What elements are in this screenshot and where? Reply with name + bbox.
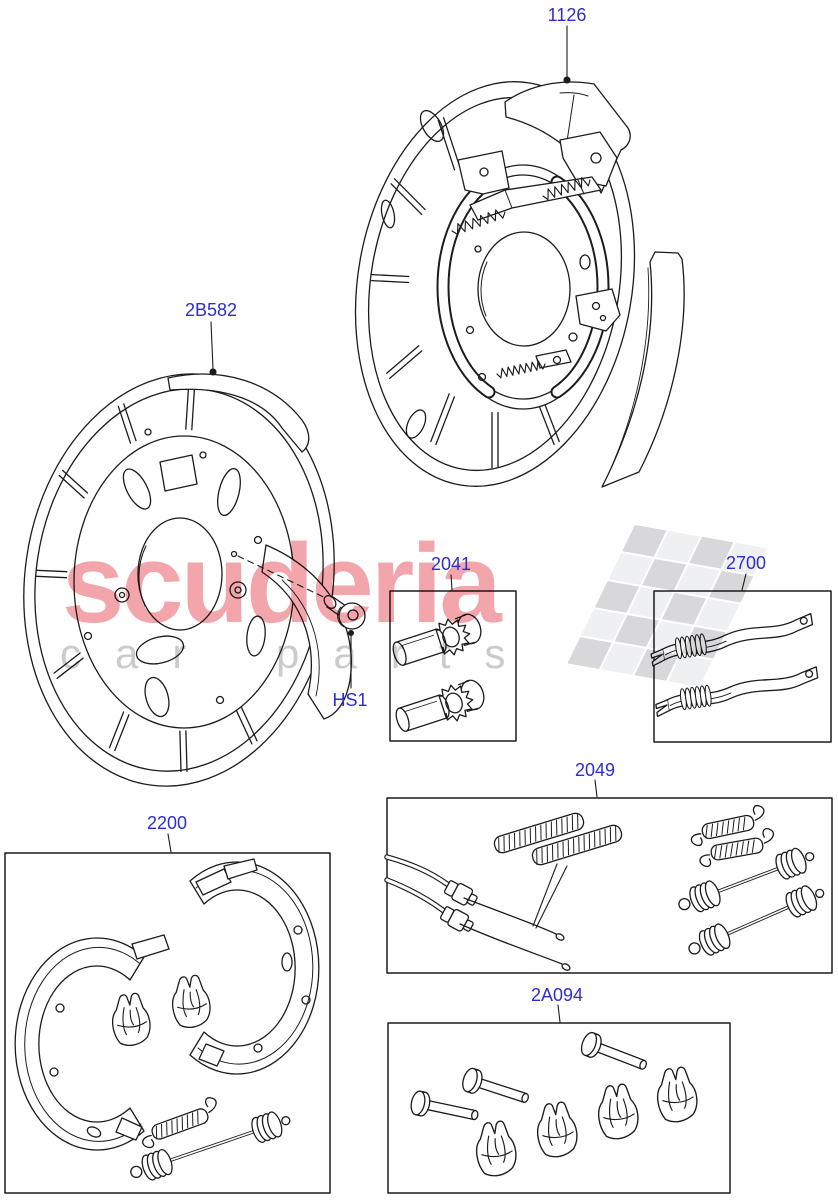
double-coil-spring [130, 1111, 291, 1181]
part-number-hs1[interactable]: HS1 [332, 690, 367, 710]
brake-backing-plate-assembly-1126 [354, 81, 685, 488]
coil-spring-sleeve [493, 812, 585, 854]
retaining-clip [171, 974, 211, 1028]
part-number-2a094[interactable]: 2A094 [531, 985, 583, 1005]
spring-and-cable-kit-2049 [384, 805, 825, 971]
brake-shoe-kit-2200 [14, 858, 320, 1181]
watermark: scuderia car parts [60, 521, 767, 687]
shoe-hold-down-pin [462, 1067, 529, 1103]
double-coil-spring [678, 847, 815, 913]
watermark-tagline-left: car [60, 630, 220, 677]
adjuster-kit-2041 [392, 613, 485, 732]
part-number-1126[interactable]: 1126 [548, 5, 587, 25]
double-coil-spring [688, 885, 825, 956]
shoe-hold-down-pin [580, 1031, 648, 1070]
part-number-2200[interactable]: 2200 [147, 813, 187, 833]
extension-spring [690, 805, 765, 847]
pin-and-clip-kit-2a094 [410, 1031, 698, 1177]
watermark-tagline-right: parts [276, 630, 539, 677]
adjuster-strut [655, 666, 819, 718]
parking-brake-cable [384, 854, 565, 941]
retaining-clip [597, 1083, 639, 1140]
part-number-2041[interactable]: 2041 [431, 554, 471, 574]
watermark-brand-text: scuderia [62, 521, 502, 646]
callout-leader-lines [167, 25, 747, 1023]
extension-spring [699, 828, 775, 868]
brake-backing-plate-2b582 [23, 373, 352, 787]
coil-spring-sleeve [701, 814, 755, 840]
screw-hs1 [323, 595, 366, 630]
part-number-2b582[interactable]: 2B582 [185, 300, 237, 320]
parking-brake-cable [384, 877, 571, 971]
retaining-clip [536, 1101, 578, 1158]
coil-spring-sleeve [151, 1108, 209, 1140]
part-number-2700[interactable]: 2700 [726, 553, 766, 573]
part-number-2049[interactable]: 2049 [575, 760, 615, 780]
checkered-flag-watermark [567, 525, 767, 687]
shoe-adjuster [395, 679, 485, 732]
retaining-clip [475, 1120, 517, 1177]
coil-spring-sleeve [531, 824, 623, 866]
retaining-clip [656, 1066, 698, 1123]
retaining-clip [111, 992, 151, 1046]
shoe-hold-down-pin [410, 1090, 479, 1121]
extension-spring [142, 1097, 217, 1149]
coil-spring-sleeve [710, 837, 764, 861]
shoe-adjuster [392, 613, 482, 666]
